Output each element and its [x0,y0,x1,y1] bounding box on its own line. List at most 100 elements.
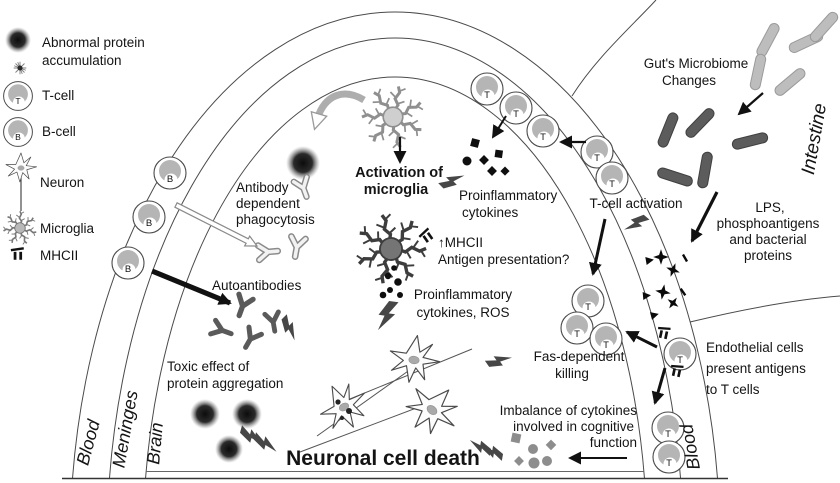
label-endothelial-line1: Endothelial cells [706,340,804,355]
neuron [396,372,470,447]
svg-text:T: T [609,179,615,190]
legend-neuron: Neuron [40,175,84,190]
b-cells: B B B [111,156,187,280]
bolt-icon [276,314,304,342]
svg-text:T: T [594,153,600,164]
bacterial-antigens [642,249,689,320]
label-imbalance-line3: function [590,435,637,450]
svg-text:B: B [146,218,152,229]
t-cells: T T T T T T T T T T T [470,72,697,474]
svg-text:B: B [167,174,173,185]
label-proinflammatory-line2: cytokines [462,205,519,220]
svg-text:T: T [666,458,672,469]
t-cell-icon: T [3,81,33,111]
label-mhcii-up: ↑MHCII [438,235,483,250]
imbalanced-cytokine-particles [510,432,557,469]
meninges-brain-boundary [145,76,645,478]
label-brain: Brain [143,422,167,466]
proinflammatory-cytokine-particles [462,138,510,176]
svg-text:T: T [574,329,580,340]
blood-vessel-outer-wall [72,11,718,478]
mhcii-icon [10,247,24,260]
label-lps-line4: proteins [744,248,792,263]
label-lps-line1: LPS, [755,200,784,215]
degenerating-neuron [310,373,378,439]
label-fas-line1: Fas-dependent [534,349,625,364]
gut-bacteria-healthy [748,9,840,98]
intestine-boundary-lower [689,295,840,323]
intestine-boundary-upper [571,0,657,97]
svg-text:T: T [603,340,609,351]
autoantibody-arrow [151,268,232,306]
cytokine-arrow [491,115,507,139]
legend-abnormal-protein-line2: accumulation [42,53,122,68]
label-blood-left: Blood [73,417,104,468]
label-antibody-line3: phagocytosis [236,212,315,227]
legend-microglia: Microglia [40,221,95,236]
endothelial-down-arrow [651,367,667,405]
abnormal-protein-icon [5,27,31,53]
t-cell: T [470,72,504,106]
neurons [299,331,473,453]
legend: Abnormal protein accumulation T T-cell B… [3,27,145,263]
label-ros-line1: Proinflammatory [414,287,513,302]
legend-b-cell: B-cell [42,124,76,139]
autoantibodies-cluster [211,294,282,351]
svg-text:T: T [513,109,519,120]
label-toxic-line1: Toxic effect of [167,359,250,374]
microbiome-change-arrow [737,92,764,116]
t-cell: T [652,440,686,474]
label-imbalance-line2: involved in cognitive [513,419,634,434]
bolt-icon [623,210,650,239]
mhcii-marker [417,227,435,245]
b-cell: B [153,156,187,190]
label-activation-line2: microglia [364,182,429,198]
activated-microglia [347,206,435,293]
t-cell: T [589,322,623,356]
t-cell: T [651,411,685,445]
svg-text:T: T [15,96,21,106]
protein-starburst-icon [13,61,27,75]
label-meninges: Meninges [108,389,141,469]
legend-mhcii: MHCII [40,248,78,263]
phagocytosis-arrow [174,201,259,247]
bolt-icon [479,443,505,461]
label-antigen-presentation: Antigen presentation? [438,252,569,267]
label-gut-line1: Gut's Microbiome [644,56,749,71]
t-cell: T [560,311,594,345]
label-antibody-line2: dependent [236,196,300,211]
label-neuronal-cell-death: Neuronal cell death [286,447,480,470]
label-endothelial-line2: present antigens [706,361,806,376]
svg-text:T: T [484,90,490,101]
label-endothelial-line3: to T cells [706,382,760,397]
t-cell: T [595,161,629,195]
antigen-presentation-arrow [625,330,658,349]
resting-microglia [356,81,430,154]
t-cell: T [580,135,614,169]
t-cell: T [571,284,605,318]
bolt-icon [252,432,280,453]
label-antibody-line1: Antibody [236,180,289,195]
b-cell-icon: B [3,117,33,147]
svg-text:T: T [665,429,671,440]
b-cell: B [111,246,145,280]
label-lps-line2: phosphoantigens [717,216,820,231]
legend-t-cell: T-cell [42,88,74,103]
svg-text:B: B [125,264,131,275]
label-proinflammatory-line1: Proinflammatory [459,188,558,203]
endothelial-t-cell: T [663,337,697,371]
svg-text:T: T [677,355,683,366]
label-imbalance-line1: Imbalance of cytokines [500,403,638,418]
microglia-icon [3,211,37,245]
label-toxic-line2: protein aggregation [167,376,283,391]
t-cell-activation-arrow [589,218,607,276]
legend-abnormal-protein-line1: Abnormal protein [42,35,145,50]
bolt-icon [484,346,513,373]
microglia-to-protein-arrow [310,90,366,131]
svg-text:T: T [540,132,546,143]
label-fas-line2: killing [555,366,589,381]
label-lps-line3: and bacterial [729,232,806,247]
mhcii-marker [656,325,671,340]
label-activation-line1: Activation of [355,165,443,181]
